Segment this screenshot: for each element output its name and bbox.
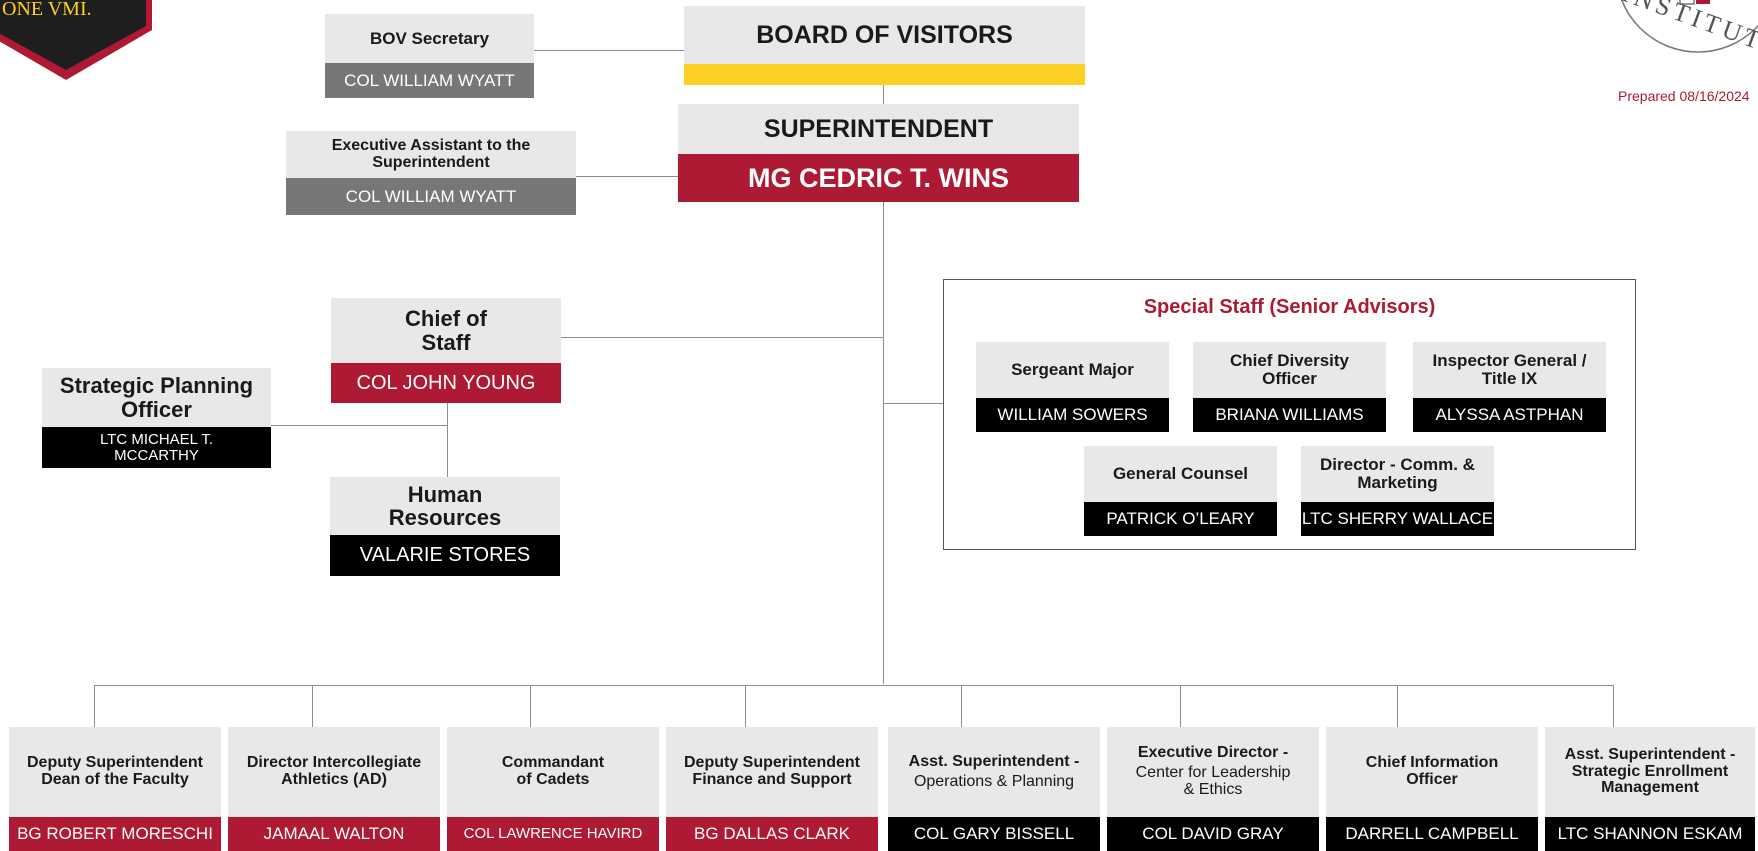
- special-staff-member-title: Director - Comm. & Marketing: [1301, 446, 1494, 502]
- connector-bottom-8: [1613, 685, 1614, 727]
- connector-bottom-3: [530, 685, 531, 727]
- bottom-unit-name: BG DALLAS CLARK: [666, 817, 878, 851]
- strategic-planning-box: Strategic Planning Officer LTC MICHAEL T…: [42, 368, 271, 468]
- superintendent-box: SUPERINTENDENT MG CEDRIC T. WINS: [678, 104, 1079, 202]
- bottom-unit-name: LTC SHANNON ESKAM: [1545, 817, 1755, 851]
- bottom-unit-name: COL DAVID GRAY: [1107, 817, 1319, 851]
- bottom-unit: Asst. Superintendent - Operations & Plan…: [888, 727, 1100, 851]
- board-of-visitors-box: BOARD OF VISITORS: [684, 6, 1085, 85]
- institute-seal-logo: INSTITUTE: [1588, 0, 1758, 70]
- bottom-unit: Chief Information Officer DARRELL CAMPBE…: [1326, 727, 1538, 851]
- bottom-unit-title: Asst. Superintendent - Operations & Plan…: [888, 727, 1100, 817]
- special-staff-member-name: WILLIAM SOWERS: [976, 398, 1169, 432]
- bottom-unit-title-main: Asst. Superintendent -: [908, 752, 1080, 770]
- chief-of-staff-box: Chief of Staff COL JOHN YOUNG: [331, 298, 561, 403]
- special-staff-member-name: ALYSSA ASTPHAN: [1413, 398, 1606, 432]
- exec-assistant-name: COL WILLIAM WYATT: [286, 178, 576, 215]
- bottom-unit: Deputy Superintendent Dean of the Facult…: [9, 727, 221, 851]
- connector-bov-secretary: [534, 50, 684, 51]
- connector-strategic-planning: [271, 425, 447, 426]
- bottom-unit-name: JAMAAL WALTON: [228, 817, 440, 851]
- connector-bottom-4: [745, 685, 746, 727]
- vmi-shield-logo: ONE VMI.: [0, 0, 152, 80]
- special-staff-member-name: BRIANA WILLIAMS: [1193, 398, 1386, 432]
- special-staff-member-title: Chief Diversity Officer: [1193, 342, 1386, 398]
- exec-assistant-title: Executive Assistant to the Superintenden…: [286, 131, 576, 178]
- bov-secretary-title: BOV Secretary: [325, 14, 534, 63]
- bottom-unit-title: Director Intercollegiate Athletics (AD): [228, 727, 440, 817]
- bottom-unit-title-main: Executive Director -: [1137, 744, 1289, 762]
- connector-cos-down: [447, 403, 448, 477]
- connector-bottom-1: [94, 685, 95, 727]
- bottom-unit: Executive Director - Center for Leadersh…: [1107, 727, 1319, 851]
- special-staff-title: Special Staff (Senior Advisors): [1143, 296, 1436, 318]
- special-staff-member: Director - Comm. & Marketing LTC SHERRY …: [1301, 446, 1494, 536]
- board-accent-bar: [684, 64, 1085, 85]
- human-resources-name: VALARIE STORES: [330, 535, 560, 576]
- bottom-unit: Deputy Superintendent Finance and Suppor…: [666, 727, 878, 851]
- logo-text: ONE VMI.: [2, 0, 92, 20]
- bottom-unit-title: Asst. Superintendent - Strategic Enrollm…: [1545, 727, 1755, 817]
- exec-assistant-box: Executive Assistant to the Superintenden…: [286, 131, 576, 215]
- connector-bottom-6: [1180, 685, 1181, 727]
- special-staff-member-name: LTC SHERRY WALLACE: [1301, 502, 1494, 536]
- connector-bottom-horizontal: [94, 685, 1614, 686]
- bottom-unit-title: Chief Information Officer: [1326, 727, 1538, 817]
- connector-bottom-2: [312, 685, 313, 727]
- bottom-unit-subtitle: Operations & Planning: [913, 772, 1075, 790]
- bottom-unit-title: Executive Director - Center for Leadersh…: [1107, 727, 1319, 817]
- special-staff-member-title: General Counsel: [1084, 446, 1277, 502]
- bov-secretary-box: BOV Secretary COL WILLIAM WYATT: [325, 14, 534, 98]
- connector-exec-assistant: [576, 176, 678, 177]
- bottom-unit-name: COL GARY BISSELL: [888, 817, 1100, 851]
- special-staff-member-title: Sergeant Major: [976, 342, 1169, 398]
- strategic-planning-title: Strategic Planning Officer: [42, 368, 271, 427]
- special-staff-member-name: PATRICK O’LEARY: [1084, 502, 1277, 536]
- special-staff-member: General Counsel PATRICK O’LEARY: [1084, 446, 1277, 536]
- connector-bottom-5: [961, 685, 962, 727]
- connector-special-staff: [883, 403, 943, 404]
- superintendent-name: MG CEDRIC T. WINS: [678, 154, 1079, 202]
- bottom-unit: Director Intercollegiate Athletics (AD) …: [228, 727, 440, 851]
- prepared-date: Prepared 08/16/2024: [1618, 88, 1750, 104]
- bottom-unit-subtitle: Center for Leadership & Ethics: [1135, 764, 1291, 798]
- special-staff-member: Chief Diversity Officer BRIANA WILLIAMS: [1193, 342, 1386, 432]
- bottom-unit-title: Deputy Superintendent Finance and Suppor…: [666, 727, 878, 817]
- connector-main-trunk: [883, 202, 884, 684]
- chief-of-staff-title: Chief of Staff: [331, 298, 561, 363]
- bottom-unit-name: COL LAWRENCE HAVIRD: [447, 817, 659, 851]
- bottom-unit-name: DARRELL CAMPBELL: [1326, 817, 1538, 851]
- bottom-unit-name: BG ROBERT MORESCHI: [9, 817, 221, 851]
- connector-bottom-7: [1397, 685, 1398, 727]
- special-staff-member: Inspector General / Title IX ALYSSA ASTP…: [1413, 342, 1606, 432]
- connector-chief-of-staff: [561, 337, 883, 338]
- superintendent-title: SUPERINTENDENT: [678, 104, 1079, 154]
- bottom-unit-title: Deputy Superintendent Dean of the Facult…: [9, 727, 221, 817]
- strategic-planning-name: LTC MICHAEL T. MCCARTHY: [42, 427, 271, 468]
- bov-secretary-name: COL WILLIAM WYATT: [325, 63, 534, 98]
- chief-of-staff-name: COL JOHN YOUNG: [331, 363, 561, 403]
- special-staff-member-title: Inspector General / Title IX: [1413, 342, 1606, 398]
- bottom-unit-title: Commandant of Cadets: [447, 727, 659, 817]
- special-staff-member: Sergeant Major WILLIAM SOWERS: [976, 342, 1169, 432]
- bottom-unit: Commandant of Cadets COL LAWRENCE HAVIRD: [447, 727, 659, 851]
- human-resources-box: Human Resources VALARIE STORES: [330, 477, 560, 576]
- bottom-unit: Asst. Superintendent - Strategic Enrollm…: [1545, 727, 1755, 851]
- human-resources-title: Human Resources: [330, 477, 560, 535]
- connector-board-superintendent: [883, 84, 884, 104]
- board-of-visitors-title: BOARD OF VISITORS: [684, 6, 1085, 64]
